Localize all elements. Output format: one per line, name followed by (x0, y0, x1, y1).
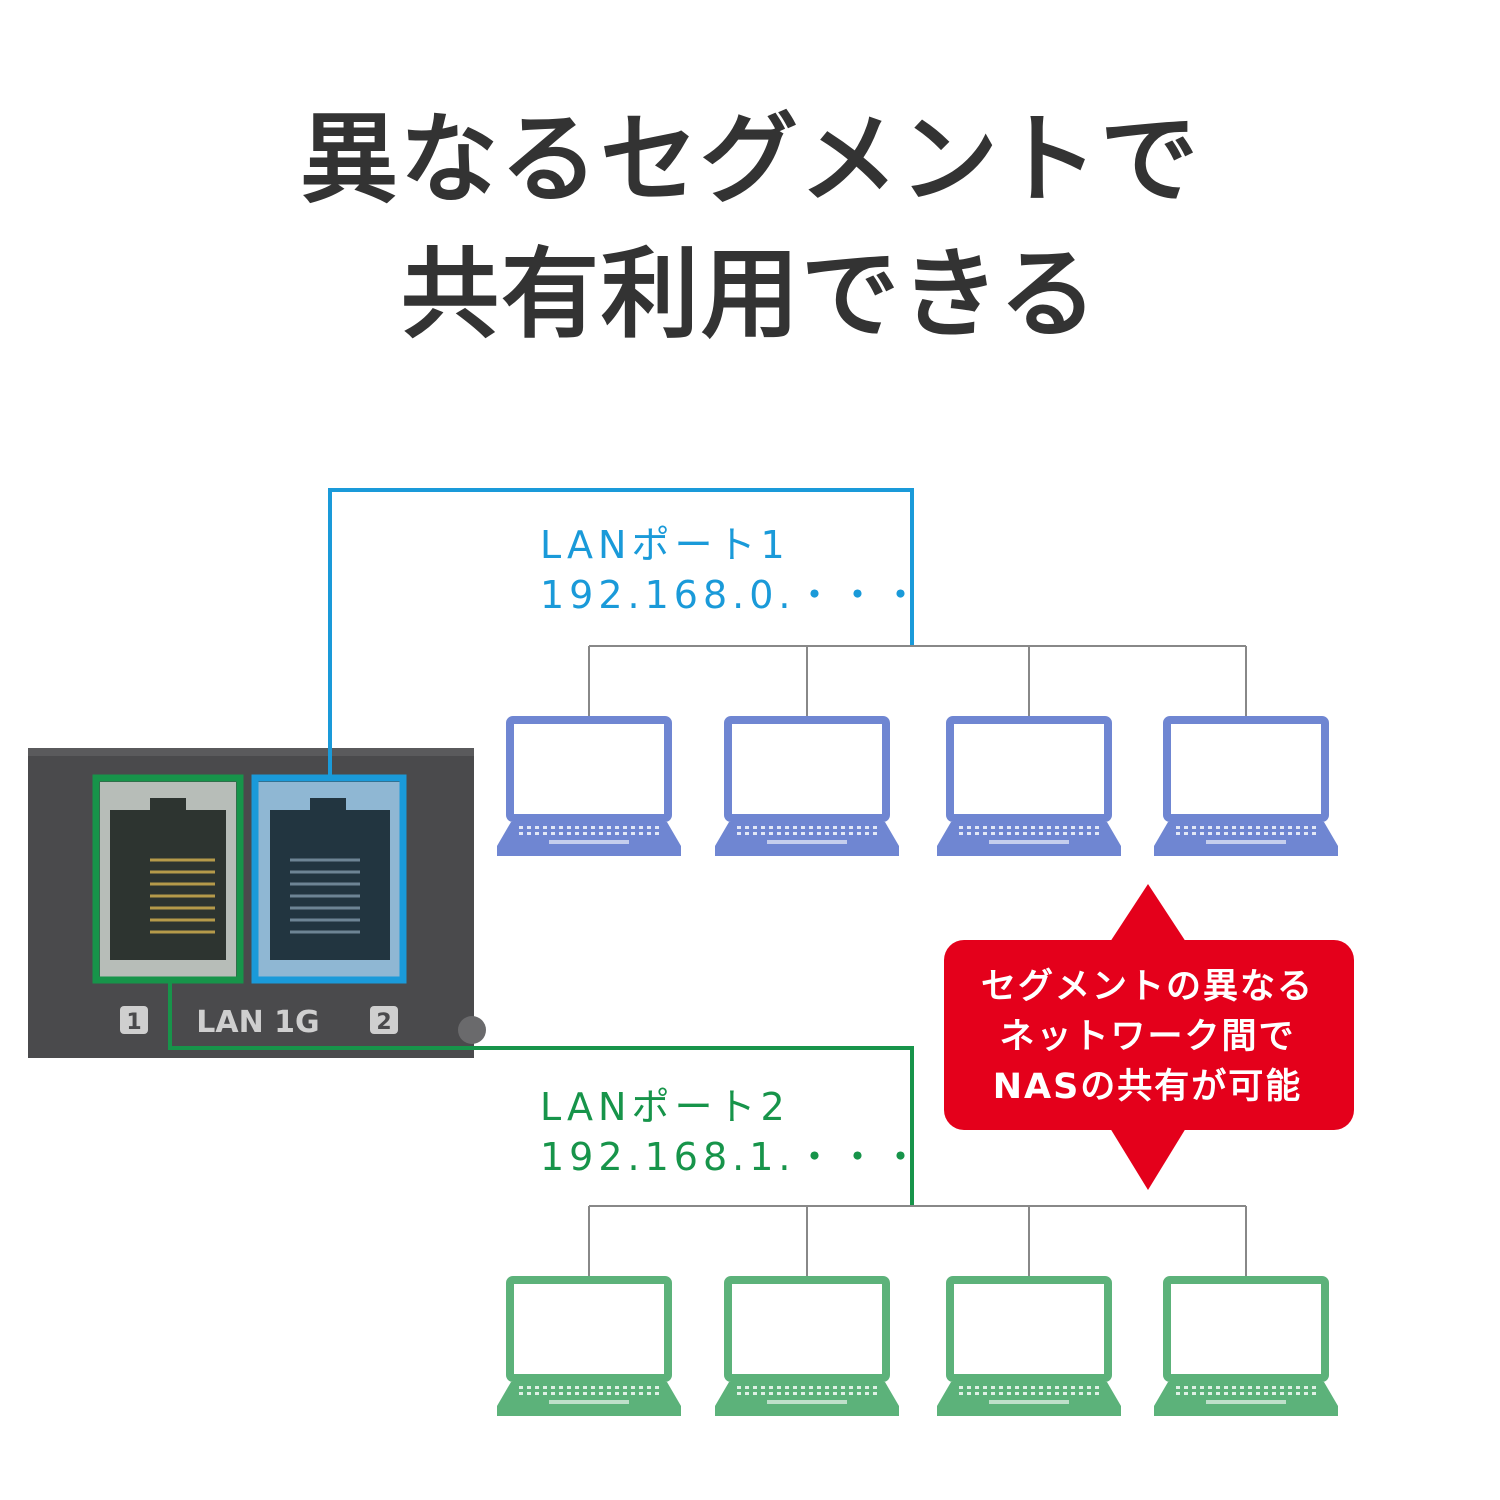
segment-2-laptop-icon (1154, 1276, 1338, 1416)
segment-1-laptops (497, 716, 1338, 856)
segment-1-laptop-icon (937, 716, 1121, 856)
callout-bubble (944, 884, 1354, 1190)
port-2-badge (370, 1006, 398, 1034)
lan-speed-label: LAN 1G (196, 1005, 319, 1040)
callout-line-3: NASの共有が可能 (992, 1067, 1303, 1107)
segment-2-branches (588, 1205, 1247, 1278)
segment-1-laptop-icon (497, 716, 681, 856)
page-title-line-2: 共有利用できる (400, 238, 1100, 352)
segment-1-laptop-icon (1154, 716, 1338, 856)
callout-line-1: セグメントの異なる (980, 967, 1314, 1007)
callout-line-2: ネットワーク間で (999, 1017, 1296, 1057)
lan-port-1-jack (92, 774, 244, 984)
page-title-line-1: 異なるセグメントで (299, 103, 1200, 217)
screw-icon (458, 1016, 486, 1044)
port-1-badge (120, 1006, 148, 1034)
lan-port-1-name: LANポート1 (540, 523, 790, 567)
segment-2-cable (168, 978, 914, 1206)
segment-2-laptop-icon (715, 1276, 899, 1416)
segment-2-laptop-icon (497, 1276, 681, 1416)
segment-1-laptop-icon (715, 716, 899, 856)
port-2-number: 2 (376, 1010, 391, 1035)
segment-1-branches (588, 645, 1247, 718)
segment-1-cable (328, 488, 914, 780)
callout-text: セグメントの異なる ネットワーク間で NASの共有が可能 (945, 962, 1350, 1112)
segment-2-laptops (497, 1276, 1338, 1416)
segment-2-laptop-icon (937, 1276, 1121, 1416)
lan-port-2-ip: 192.168.1.・・・ (540, 1135, 925, 1179)
port-1-number: 1 (126, 1010, 141, 1035)
lan-port-2-label: LANポート2 192.168.1.・・・ (540, 1082, 924, 1182)
nas-rear-panel: 1 2 LAN 1G (28, 748, 486, 1058)
lan-port-1-label: LANポート1 192.168.0.・・・ (540, 520, 924, 620)
lan-port-2-jack (251, 774, 407, 984)
lan-port-2-name: LANポート2 (540, 1085, 790, 1129)
lan-port-1-ip: 192.168.0.・・・ (540, 573, 925, 617)
